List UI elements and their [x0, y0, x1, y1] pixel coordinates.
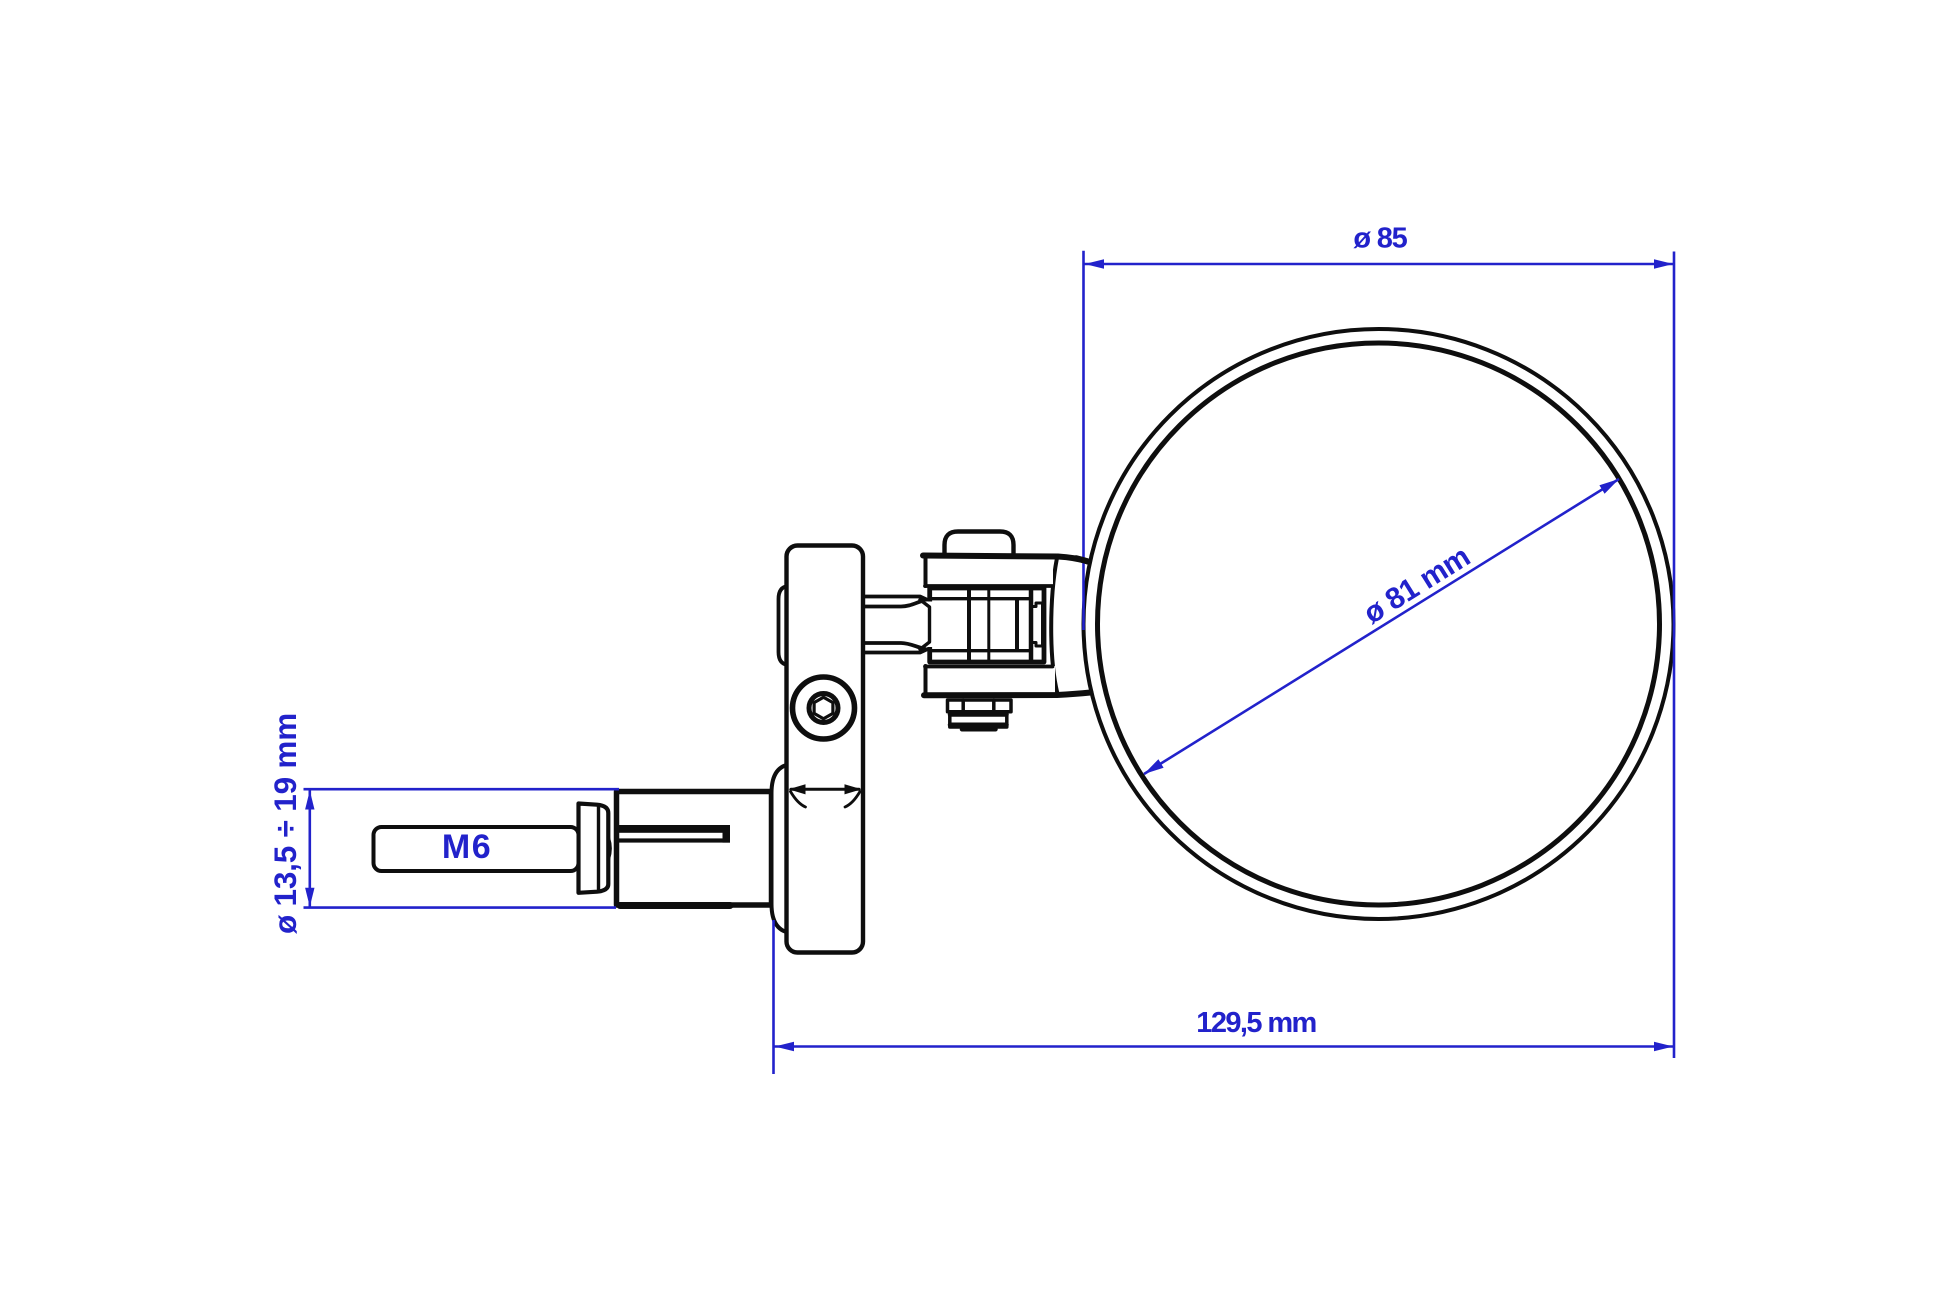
- svg-text:M6: M6: [442, 828, 492, 866]
- svg-text:ø 85: ø 85: [1353, 223, 1407, 255]
- svg-text:129,5 mm: 129,5 mm: [1196, 1007, 1315, 1039]
- svg-text:ø 13,5 ÷ 19 mm: ø 13,5 ÷ 19 mm: [267, 713, 303, 934]
